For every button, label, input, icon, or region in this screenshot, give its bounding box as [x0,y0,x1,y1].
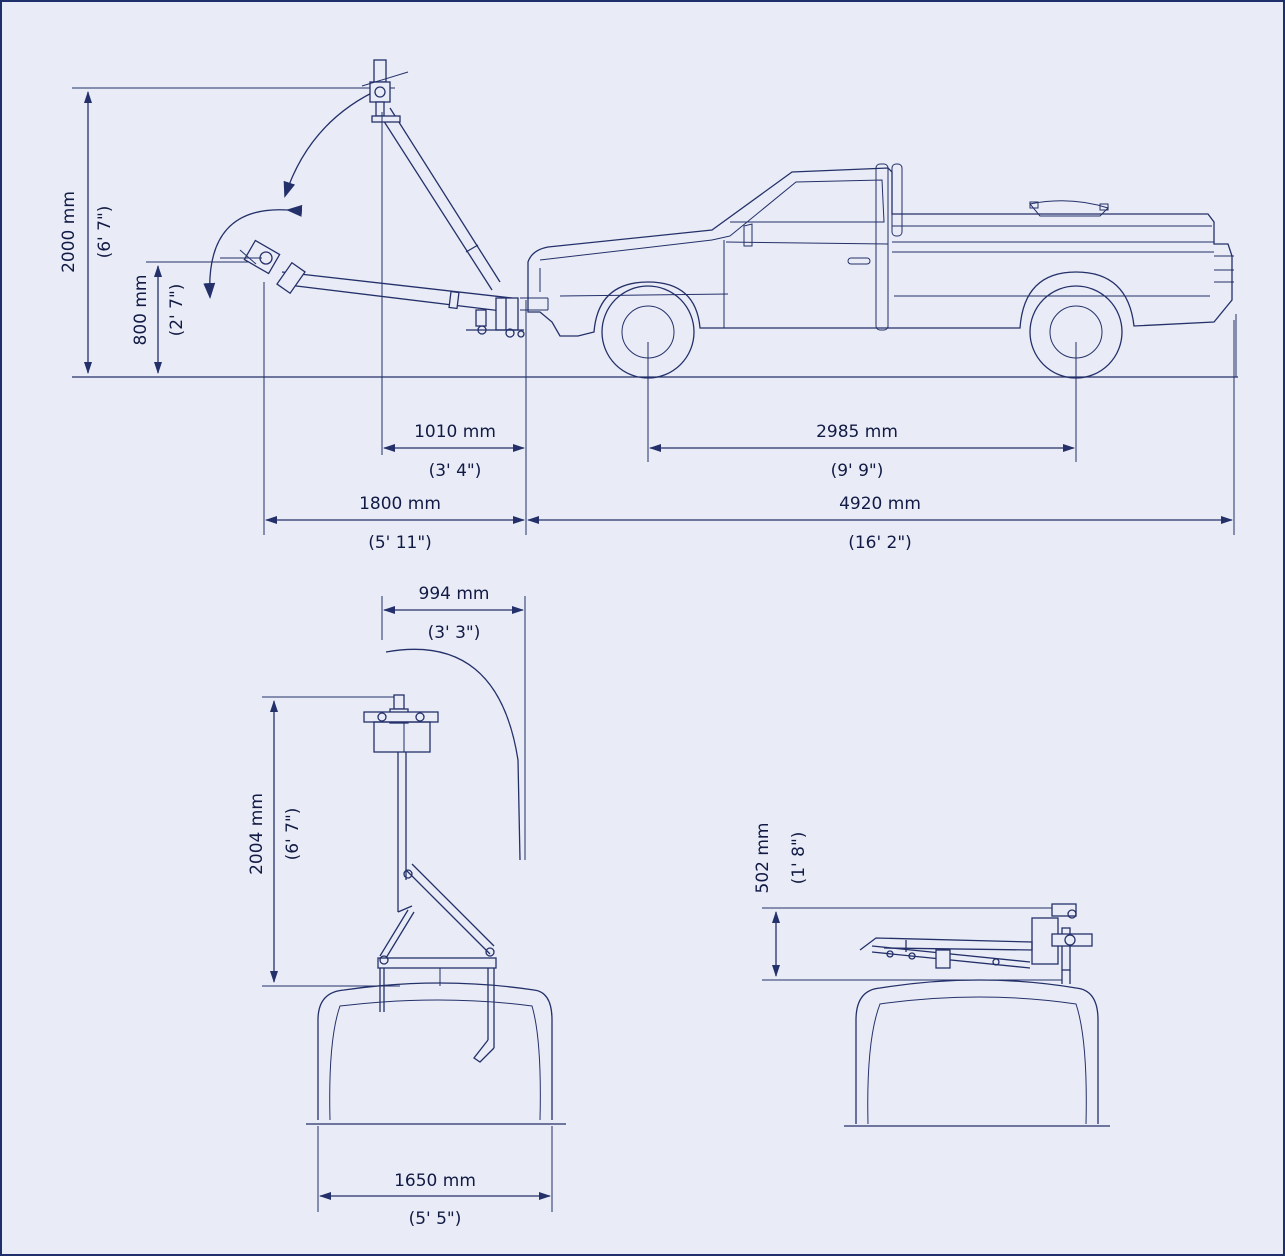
height-low-mm-label: 800 mm [131,275,151,346]
raised-height-mm-label: 2004 mm [247,793,267,875]
stowed-boom [859,903,1093,984]
wheelbase-mm-label: 2985 mm [816,422,898,442]
vehicle-length-mm-label: 4920 mm [839,494,921,514]
height-total-mm-label: 2000 mm [59,191,79,273]
sweep-mm-label: 994 mm [419,584,490,604]
raise-arc-arrow [283,87,383,198]
cab-front-profile-stowed [855,979,1099,1124]
stowed-height-ft-label: (1' 8") [789,832,809,885]
nozzle-head [363,694,439,753]
stowed-height-mm-label: 502 mm [753,823,773,894]
overhang-ft-label: (5' 11") [368,533,432,553]
reach-mm-label: 1010 mm [414,422,496,442]
height-total-ft-label: (6' 7") [95,206,115,259]
reach-ft-label: (3' 4") [429,461,482,481]
width-mm-label: 1650 mm [394,1171,476,1191]
raised-boom [361,59,501,291]
side-view: 2000 mm (6' 7") 800 mm (2' 7") [59,59,1238,553]
width-ft-label: (5' 5") [409,1209,462,1229]
sweep-arc [385,648,521,861]
linkage [377,863,497,1063]
overhang-mm-label: 1800 mm [359,494,441,514]
raised-height-ft-label: (6' 7") [283,808,303,861]
cab-front-profile [317,982,553,1120]
boom-mount [466,297,549,338]
pickup-truck [527,163,1237,379]
wheelbase-ft-label: (9' 9") [831,461,884,481]
sweep-ft-label: (3' 3") [428,623,481,643]
rotate-arc-arrow [203,204,303,299]
vehicle-length-ft-label: (16' 2") [848,533,912,553]
front-view-raised: 994 mm (3' 3") 2004 mm (6' 7") [247,584,566,1229]
height-low-ft-label: (2' 7") [167,284,187,337]
lowered-boom [220,239,513,313]
front-view-stowed: 502 mm (1' 8") [753,823,1110,1127]
